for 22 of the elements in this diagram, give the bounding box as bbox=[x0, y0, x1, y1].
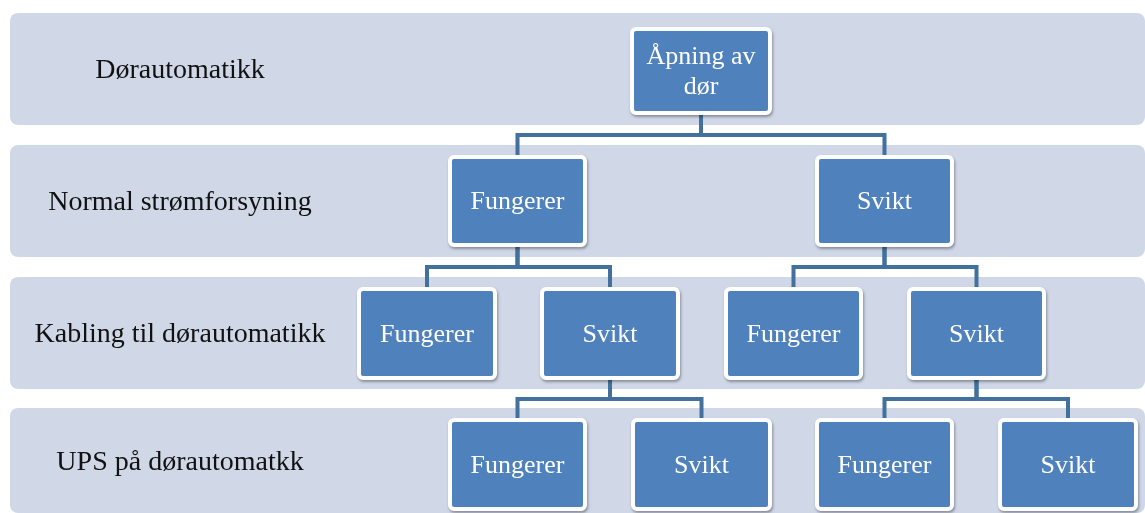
process-box: Svikt bbox=[631, 418, 772, 511]
level-label: UPS på dørautomatkk bbox=[56, 443, 304, 478]
process-box: Svikt bbox=[540, 287, 680, 380]
process-box: Fungerer bbox=[357, 287, 497, 380]
level-label: Normal strømforsyning bbox=[48, 184, 312, 218]
level-band bbox=[10, 408, 1145, 513]
process-box: Fungerer bbox=[448, 418, 587, 511]
process-box: Åpning av dør bbox=[630, 27, 772, 115]
process-box: Fungerer bbox=[448, 155, 587, 247]
level-band bbox=[10, 13, 1145, 125]
process-box: Fungerer bbox=[815, 418, 954, 511]
level-label: Dørautomatikk bbox=[95, 52, 265, 86]
connector-line bbox=[515, 247, 612, 287]
level-band bbox=[10, 277, 1145, 389]
process-box: Fungerer bbox=[724, 287, 863, 380]
level-label: Kabling til dørautomatikk bbox=[34, 316, 326, 350]
process-box: Svikt bbox=[998, 418, 1138, 511]
level-band bbox=[10, 145, 1145, 257]
connector-line bbox=[974, 380, 1070, 418]
process-box: Svikt bbox=[815, 155, 954, 247]
connector-line bbox=[882, 247, 979, 287]
process-box: Svikt bbox=[907, 287, 1046, 380]
